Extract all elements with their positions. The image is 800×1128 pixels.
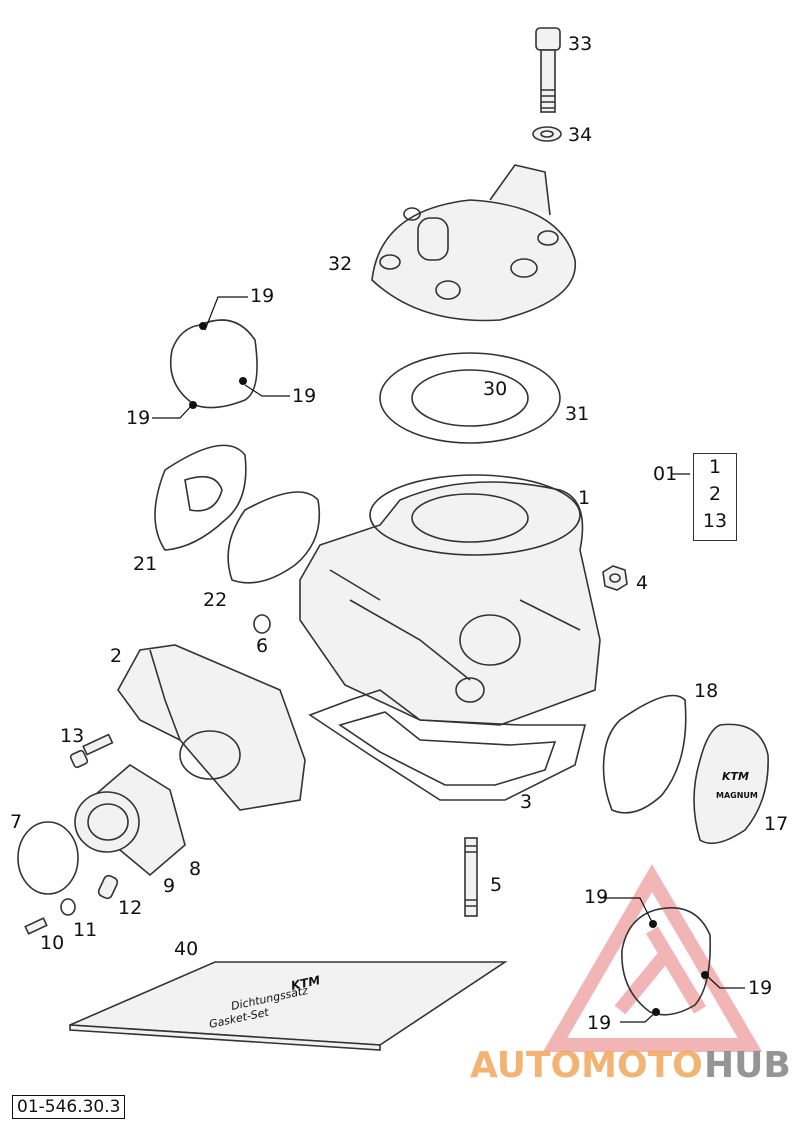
label-21: 21 <box>133 553 157 575</box>
cover-brand-text: KTM <box>722 770 749 783</box>
part-2-exhaust-flange[interactable] <box>117 644 306 811</box>
kit-group-label: 01 <box>653 463 677 485</box>
label-5: 5 <box>490 874 502 896</box>
watermark-text-a: AUTOMOTO <box>470 1045 703 1086</box>
part-21-gasket[interactable] <box>154 444 247 551</box>
part-40-gasket-set[interactable] <box>69 961 508 1051</box>
part-18-gasket[interactable] <box>602 694 687 814</box>
part-5-stud[interactable] <box>464 837 478 917</box>
label-2: 2 <box>110 645 122 667</box>
label-4: 4 <box>636 572 648 594</box>
label-12: 12 <box>118 897 142 919</box>
part-7-o-ring[interactable] <box>17 821 79 895</box>
part-11-washer[interactable] <box>60 898 76 916</box>
document-code: 01-546.30.3 <box>12 1095 126 1119</box>
kit-item: 13 <box>702 510 728 532</box>
label-30: 30 <box>483 378 507 400</box>
label-13: 13 <box>60 725 84 747</box>
part-12-plate[interactable] <box>97 874 119 900</box>
part-19-gasket-upper[interactable] <box>169 319 258 409</box>
label-11: 11 <box>73 919 97 941</box>
part-19-gasket-lower[interactable] <box>621 906 712 1016</box>
label-19e: 19 <box>748 977 772 999</box>
kit-item: 1 <box>708 456 722 478</box>
label-9: 9 <box>163 875 175 897</box>
label-19d: 19 <box>584 886 608 908</box>
part-6-o-ring[interactable] <box>253 614 271 634</box>
part-31-head-gasket[interactable] <box>379 352 561 444</box>
part-22-gasket[interactable] <box>227 491 321 584</box>
watermark-text-b: HUB <box>704 1045 791 1086</box>
part-34-washer[interactable] <box>532 126 562 142</box>
part-30-o-ring[interactable] <box>411 369 529 427</box>
label-6: 6 <box>256 635 268 657</box>
label-7: 7 <box>10 811 22 833</box>
part-13-screw[interactable] <box>69 733 114 769</box>
gasket-set-brand: KTM <box>290 973 322 993</box>
label-3: 3 <box>520 791 532 813</box>
part-4-nut[interactable] <box>602 565 628 591</box>
label-32: 32 <box>328 253 352 275</box>
label-10: 10 <box>40 932 64 954</box>
label-34: 34 <box>568 124 592 146</box>
watermark-logo <box>542 864 763 1052</box>
part-17-cover[interactable] <box>693 723 769 845</box>
part-1-cylinder[interactable] <box>299 474 601 726</box>
part-33-bolt[interactable] <box>535 27 561 113</box>
label-22: 22 <box>203 589 227 611</box>
part-3-base-gasket[interactable] <box>308 689 587 801</box>
label-19b: 19 <box>292 385 316 407</box>
label-19a: 19 <box>250 285 274 307</box>
label-19c: 19 <box>126 407 150 429</box>
cover-model-text: MAGNUM <box>716 791 758 800</box>
part-8-exhaust-socket[interactable] <box>74 764 186 877</box>
kit-group-bracket: 1 2 13 <box>693 453 737 541</box>
part-32-cylinder-head[interactable] <box>371 164 577 322</box>
label-19f: 19 <box>587 1012 611 1034</box>
label-31: 31 <box>565 403 589 425</box>
label-8: 8 <box>189 858 201 880</box>
label-18: 18 <box>694 680 718 702</box>
label-40: 40 <box>174 938 198 960</box>
label-17: 17 <box>764 813 788 835</box>
leader-lines <box>152 296 745 1023</box>
label-33: 33 <box>568 33 592 55</box>
part-labels: 33 34 32 19 19 19 30 31 21 22 1 4 6 2 18… <box>10 33 788 1034</box>
part-10-screw[interactable] <box>24 917 48 935</box>
label-1: 1 <box>578 487 590 509</box>
kit-item: 2 <box>708 483 722 505</box>
